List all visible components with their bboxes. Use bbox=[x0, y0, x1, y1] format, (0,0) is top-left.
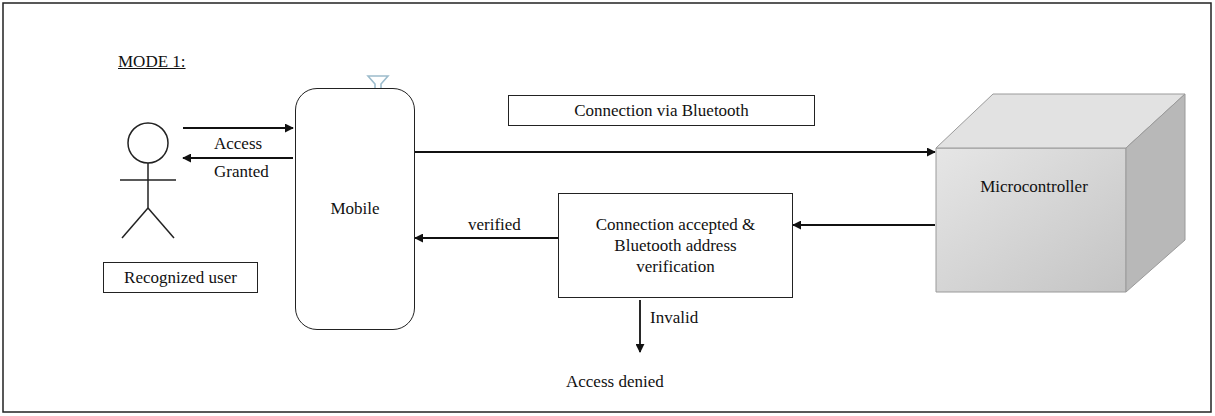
edge-label: verified bbox=[466, 215, 523, 235]
verification-box: Connection accepted & Bluetooth address … bbox=[558, 193, 793, 298]
access-arrow bbox=[183, 127, 293, 129]
node-text: Mobile bbox=[330, 198, 379, 219]
connector-arrow bbox=[415, 151, 935, 153]
connector-arrow bbox=[793, 224, 935, 226]
granted-arrow bbox=[183, 157, 293, 159]
connection-box: Connection via Bluetooth bbox=[508, 95, 815, 126]
invalid-arrow bbox=[639, 300, 641, 352]
user-label-box: Recognized user bbox=[103, 262, 258, 293]
mobile-device: Mobile bbox=[295, 88, 415, 330]
result-text: Access denied bbox=[566, 372, 664, 392]
microcontroller-block: Microcontroller bbox=[935, 92, 1187, 294]
mode-title: MODE 1: bbox=[118, 52, 186, 72]
arrow-label: Invalid bbox=[650, 308, 698, 328]
node-text: Connection accepted & Bluetooth address … bbox=[593, 214, 758, 278]
frame-border bbox=[3, 3, 1211, 412]
arrow-label: Access bbox=[214, 134, 262, 154]
user-figure bbox=[120, 123, 176, 238]
node-text: Microcontroller bbox=[943, 176, 1125, 197]
node-text: Recognized user bbox=[124, 267, 237, 288]
node-text: Connection via Bluetooth bbox=[574, 100, 749, 121]
connector-arrow bbox=[415, 237, 558, 239]
arrow-label: Granted bbox=[214, 162, 269, 182]
